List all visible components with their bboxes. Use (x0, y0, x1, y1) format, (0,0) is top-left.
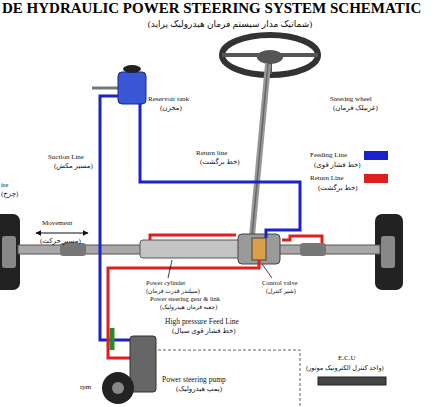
part-label: (سیلندر قدرت فرمان) (146, 288, 200, 294)
legend-swatch (364, 151, 388, 160)
part-label: Power steering gear & link (150, 296, 220, 303)
part-label: ire (1, 182, 8, 189)
legend-text: Return Line (310, 175, 344, 182)
cylinder-line (282, 236, 322, 243)
suction-line (100, 96, 130, 340)
part-label: (شیر کنترل) (266, 288, 296, 294)
part-label: (مخزن) (160, 105, 182, 112)
movement-arrow (36, 232, 88, 233)
power-steering-pump (130, 336, 156, 392)
steering-column (252, 64, 268, 236)
leader-line (262, 264, 272, 278)
part-label: (مسیر حرکت) (40, 238, 81, 245)
part-label: (خط فشار قوی سیال) (172, 328, 236, 335)
tank-bracket (92, 87, 120, 90)
return-line (140, 104, 300, 238)
rack-boot (300, 243, 326, 256)
part-label: Return line (196, 150, 227, 157)
part-label: Power cylinder (146, 280, 186, 287)
power-cylinder (140, 240, 250, 258)
ecu-unit (318, 377, 386, 385)
tire-rim (2, 236, 16, 268)
diagram-title: DE HYDRAULIC POWER STEERING SYSTEM SCHEM… (2, 1, 421, 16)
signal-wire (158, 350, 300, 407)
part-label: (جعبه فرمان هیدرولیک) (160, 304, 217, 310)
part-label: rpm (80, 384, 91, 391)
part-label: Control valve (262, 280, 298, 287)
part-label: (واحد کنترل الکترونیک موتور) (306, 365, 384, 372)
tire (0, 214, 20, 290)
part-label: (خط برگشت) (200, 159, 240, 166)
tank-cap (123, 65, 141, 73)
leader-line (168, 260, 172, 278)
part-label: (چرخ) (1, 191, 18, 198)
part-label: (شماتیک مدار سیستم فرمان هیدرولیک پراید) (148, 20, 312, 29)
part-label: (مسیر مکش) (54, 163, 93, 170)
cylinder-line (150, 235, 236, 240)
pump-pulley-hub (112, 382, 124, 394)
reservoir-tank (118, 72, 146, 104)
steering-column (252, 64, 268, 236)
gear-box (238, 234, 280, 264)
part-label: (خط فشار قوی) (314, 162, 361, 169)
tire-rim (381, 236, 395, 268)
part-label: Steering wheel (330, 96, 372, 103)
control-valve (252, 238, 266, 260)
part-label: E.C.U (338, 355, 356, 362)
part-label: (خط برگشت) (318, 185, 358, 192)
part-label: High pressure Feed Line (165, 318, 239, 326)
part-label: (پمپ هیدرولیک) (176, 386, 222, 393)
part-label: (غربیلک فرمان) (333, 105, 378, 112)
part-label: Reservoir tank (148, 96, 189, 103)
legend-swatch (364, 174, 388, 183)
pump-pipe (110, 328, 115, 350)
part-label: Suction Line (48, 154, 84, 161)
pump-pulley (102, 372, 134, 404)
part-label: Movement (42, 220, 72, 227)
part-label: Power steering pump (162, 376, 226, 384)
legend-text: Feeding Line (310, 152, 347, 159)
wheel-hub (257, 50, 283, 64)
